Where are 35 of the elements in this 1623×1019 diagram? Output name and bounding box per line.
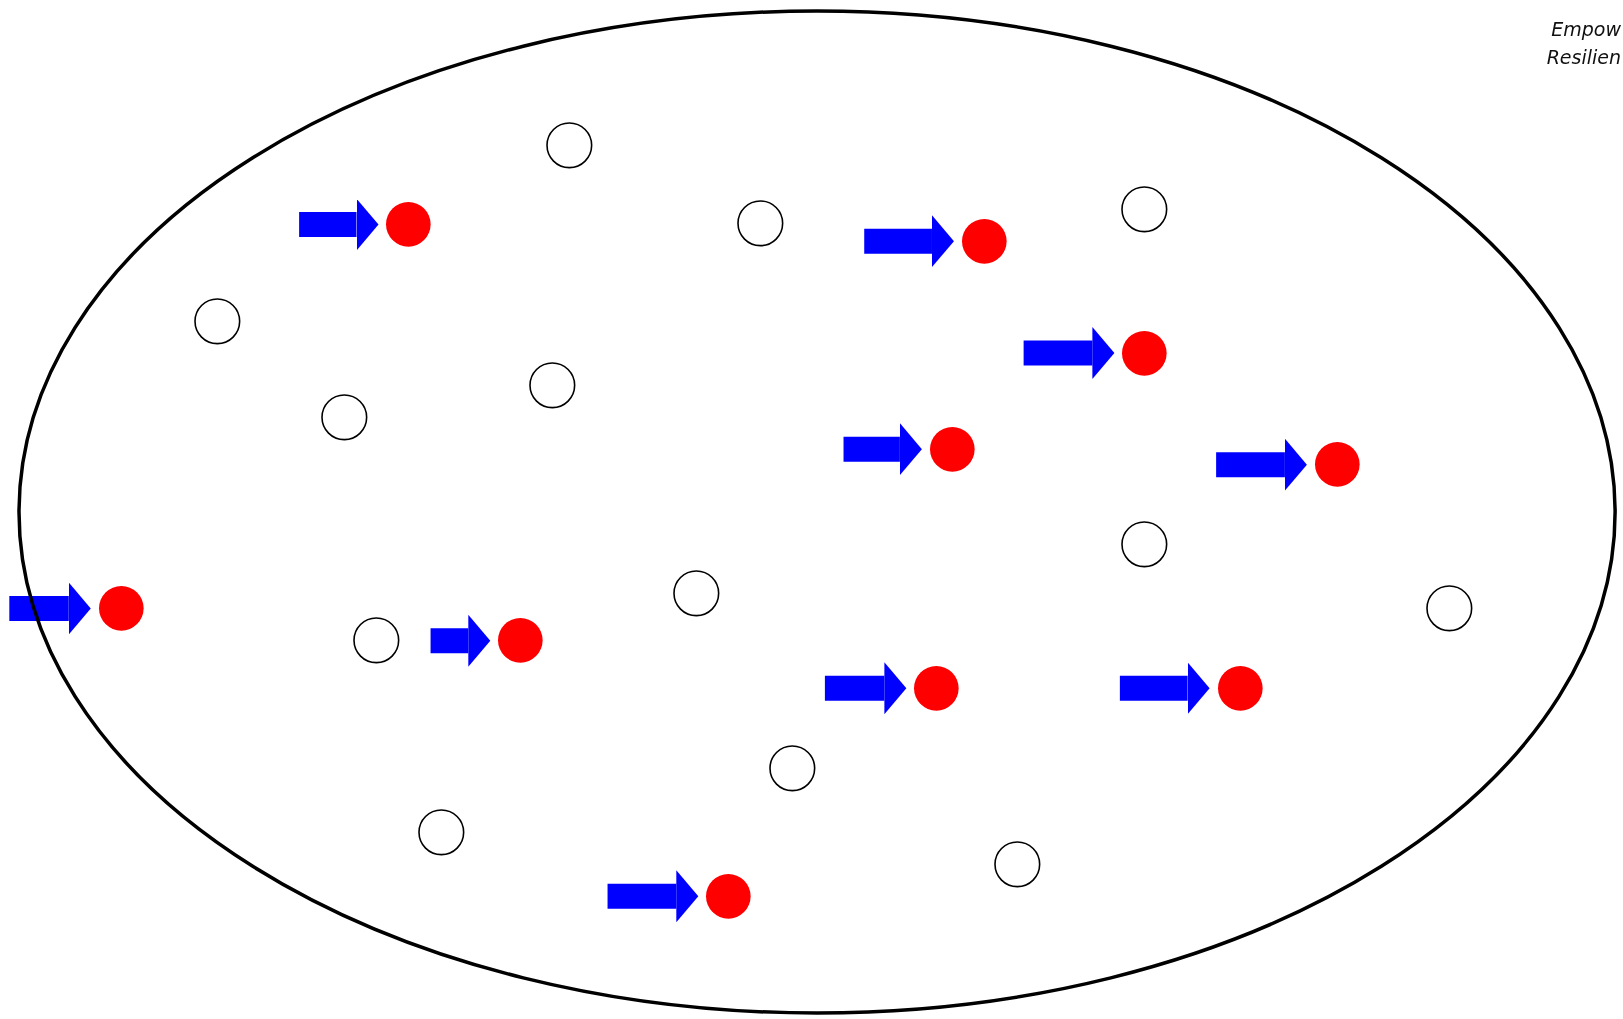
hollow-circle — [1120, 520, 1169, 569]
arrow — [607, 870, 699, 923]
filled-circle — [1215, 663, 1265, 713]
hollow-circle — [993, 839, 1042, 889]
hollow-circle — [768, 743, 818, 793]
note-text: Empow — [1551, 18, 1621, 40]
note-text: Resilien — [1546, 46, 1621, 68]
arrow — [1023, 326, 1115, 379]
filled-circle — [96, 584, 146, 633]
hollow-circle — [544, 120, 594, 170]
arrow — [824, 662, 907, 715]
hollow-circle — [1424, 584, 1474, 633]
hollow-circle — [1120, 184, 1169, 234]
hollow-circle — [528, 360, 577, 410]
arrow — [864, 215, 954, 268]
arrow — [843, 423, 922, 476]
hollow-circle — [736, 199, 785, 248]
filled-circle — [704, 872, 753, 921]
filled-circle — [496, 616, 545, 665]
hollow-circle — [320, 392, 369, 442]
hollow-circle — [352, 616, 402, 665]
hollow-circle — [193, 296, 242, 346]
filled-circle — [1312, 440, 1362, 489]
arrow — [430, 614, 491, 667]
filled-circle — [912, 663, 961, 713]
arrow — [1119, 662, 1210, 715]
arrow — [299, 198, 379, 251]
filled-circle — [384, 200, 434, 249]
filled-circle — [959, 216, 1009, 266]
hollow-circle — [416, 807, 466, 857]
arrow — [1216, 438, 1307, 491]
filled-circle — [927, 424, 977, 474]
arrow — [9, 582, 91, 635]
hollow-circle — [672, 568, 721, 618]
filled-circle — [1120, 328, 1169, 378]
